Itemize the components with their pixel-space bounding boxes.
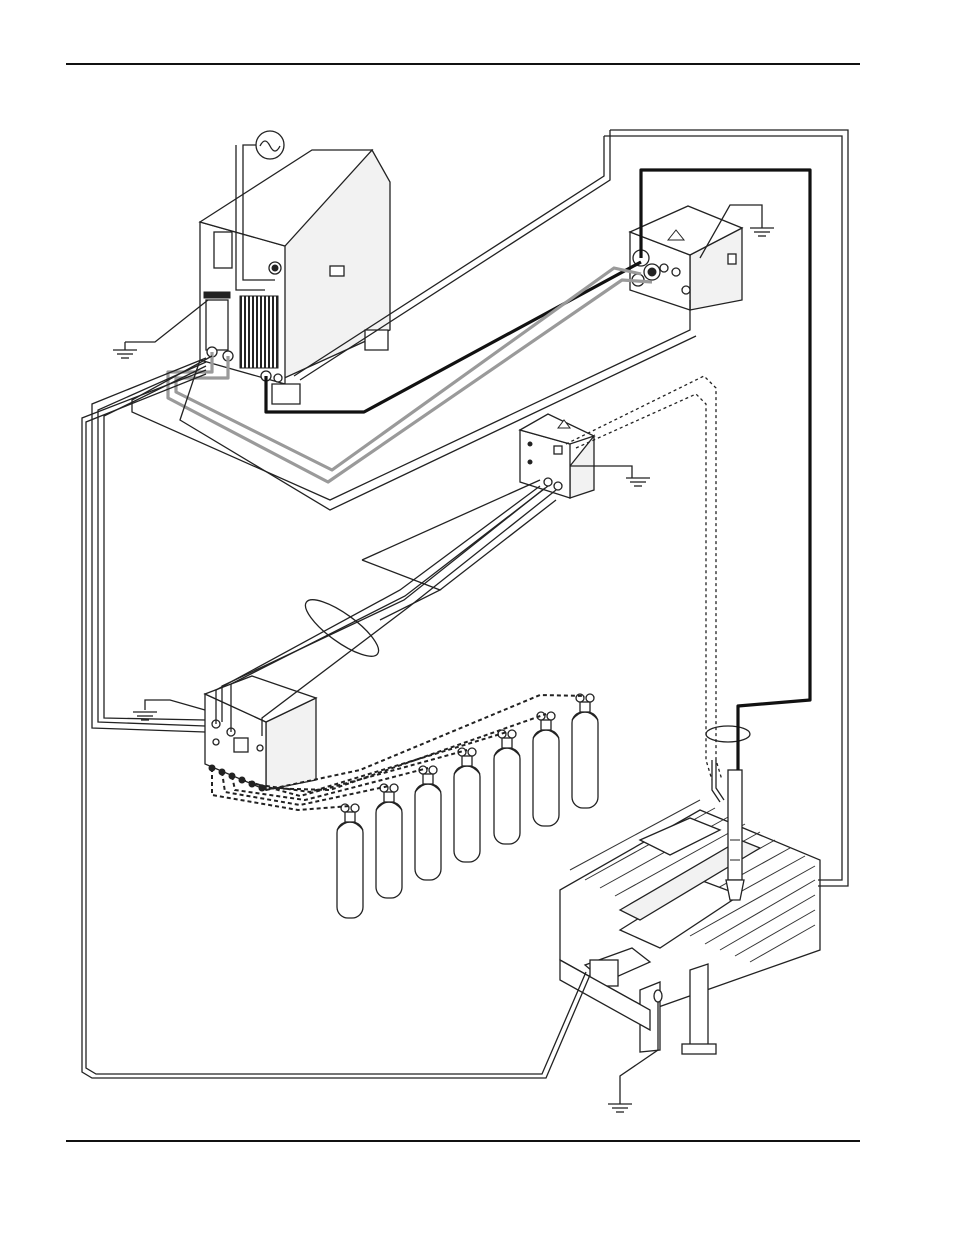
cnc-interface-cable bbox=[131, 300, 697, 511]
gas-console-unit bbox=[518, 413, 596, 499]
torch-lead-tubes bbox=[711, 760, 725, 803]
gas-cylinder bbox=[571, 693, 599, 809]
power-supply-ground bbox=[112, 299, 209, 359]
torch-gas-hoses bbox=[565, 375, 723, 781]
gas-cylinder bbox=[532, 711, 560, 827]
gas-cylinder bbox=[375, 783, 403, 899]
gas-cylinder bbox=[493, 729, 521, 845]
gas-cylinder bbox=[453, 747, 481, 863]
selection-to-gas-console-cables bbox=[215, 479, 557, 736]
gas-supply-hoses bbox=[211, 693, 586, 812]
gas-selection-console-unit bbox=[203, 675, 318, 792]
ps-to-console-cables bbox=[81, 357, 591, 1079]
torch-assembly bbox=[705, 725, 751, 901]
power-supply-unit bbox=[198, 148, 391, 405]
table-ground bbox=[607, 1002, 659, 1113]
pilot-arc-cable bbox=[293, 129, 849, 887]
gas-cylinder bbox=[414, 765, 442, 881]
ignition-console-ground bbox=[699, 204, 775, 259]
gas-cylinder-array bbox=[336, 693, 599, 919]
cutting-table bbox=[559, 799, 821, 1055]
ac-source-symbol bbox=[235, 130, 285, 291]
gas-cylinder bbox=[336, 803, 364, 919]
ignition-console-unit bbox=[628, 205, 744, 311]
selection-console-ground bbox=[132, 699, 206, 721]
negative-lead bbox=[264, 260, 642, 414]
torch-power-lead bbox=[639, 168, 812, 770]
coolant-hoses bbox=[166, 266, 653, 484]
gas-console-ground bbox=[570, 465, 651, 487]
